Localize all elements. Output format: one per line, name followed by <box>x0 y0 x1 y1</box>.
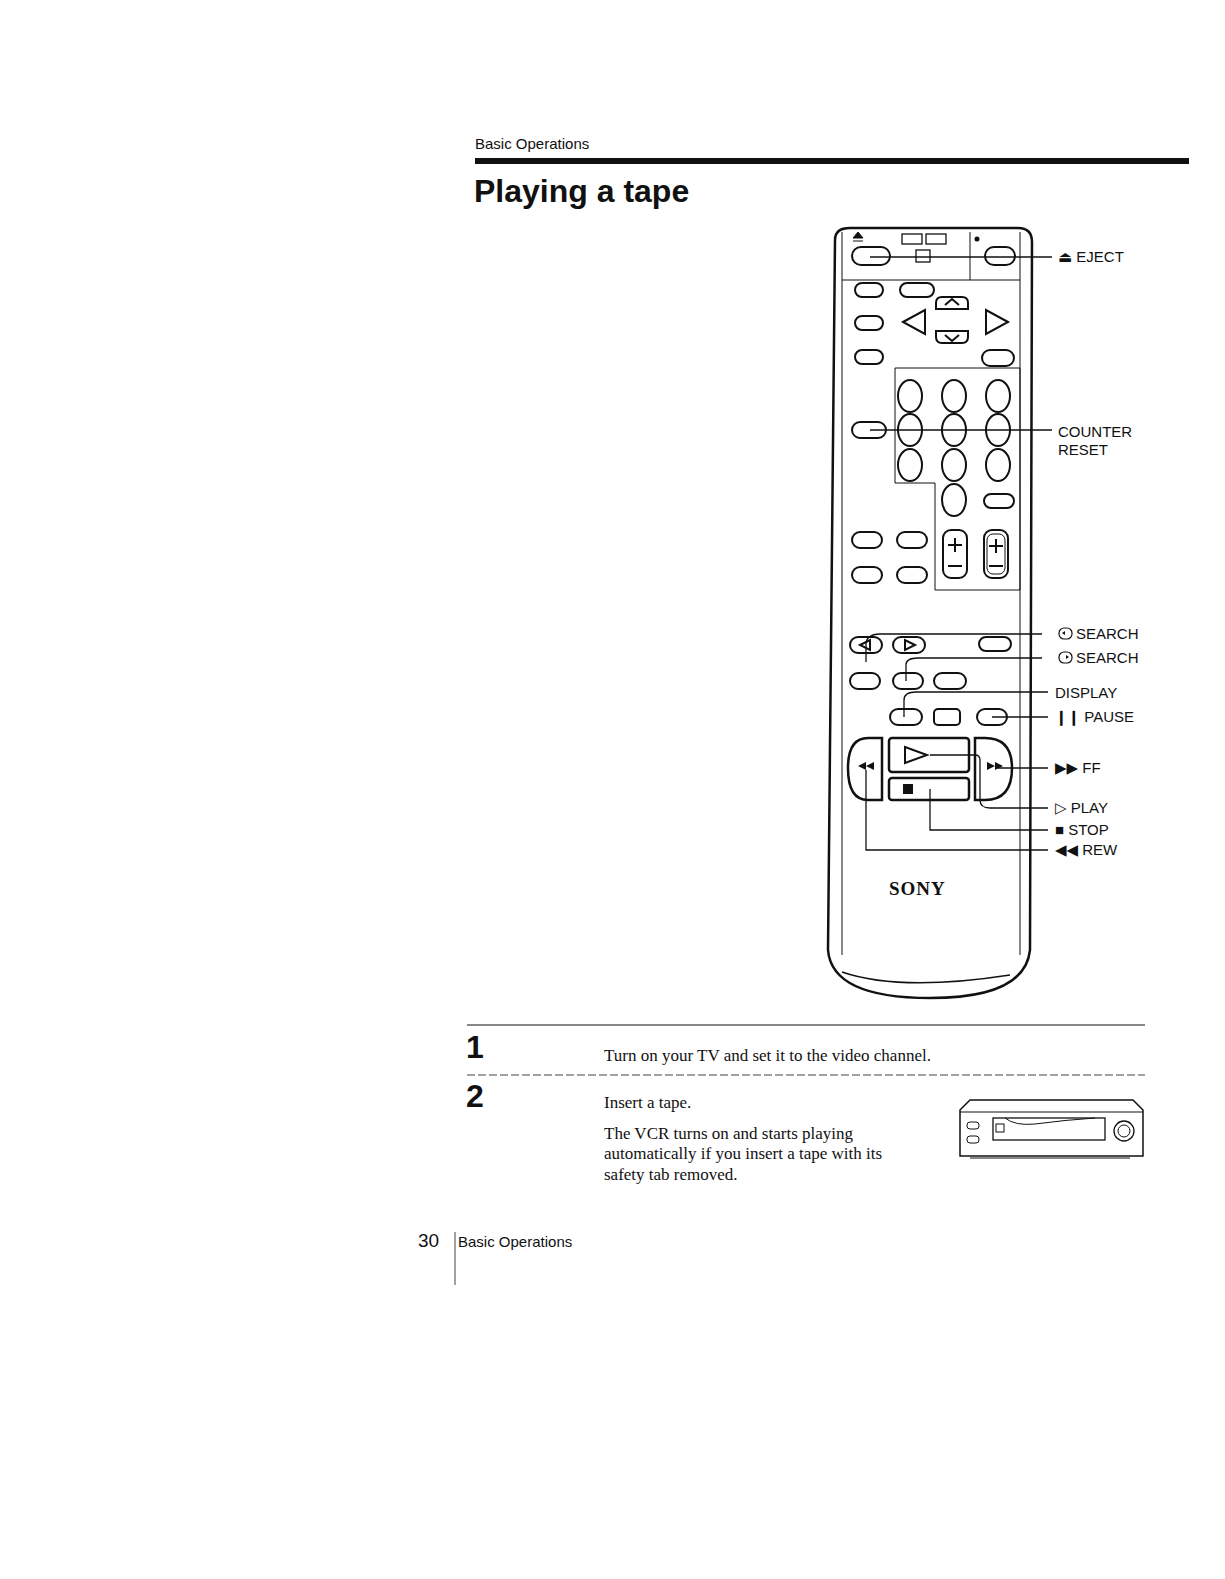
page-title: Playing a tape <box>474 172 689 210</box>
callout-label: SEARCH <box>1076 625 1139 643</box>
step-text: The VCR turns on and starts playing auto… <box>604 1124 924 1185</box>
callout-label: ■ STOP <box>1055 821 1109 839</box>
callout-label: COUNTER RESET <box>1058 423 1148 459</box>
callout-label: DISPLAY <box>1055 684 1117 702</box>
callout-label: ⏏ EJECT <box>1058 248 1124 266</box>
callout-label: ❙❙ PAUSE <box>1055 708 1134 726</box>
page-number: 30 <box>418 1230 439 1253</box>
step-text: Insert a tape. <box>604 1093 691 1113</box>
step-text: Turn on your TV and set it to the video … <box>604 1046 931 1066</box>
step-number: 2 <box>466 1077 484 1115</box>
section-header: Basic Operations <box>475 135 589 153</box>
brand-logo: SONY <box>889 878 946 901</box>
footer-text: Basic Operations <box>458 1233 572 1251</box>
callout-label: SEARCH <box>1076 649 1139 667</box>
callout-label: ▶▶ FF <box>1055 759 1101 777</box>
step-number: 1 <box>466 1028 484 1066</box>
callout-label: ▷ PLAY <box>1055 799 1108 817</box>
callout-label: ◀◀ REW <box>1055 841 1117 859</box>
